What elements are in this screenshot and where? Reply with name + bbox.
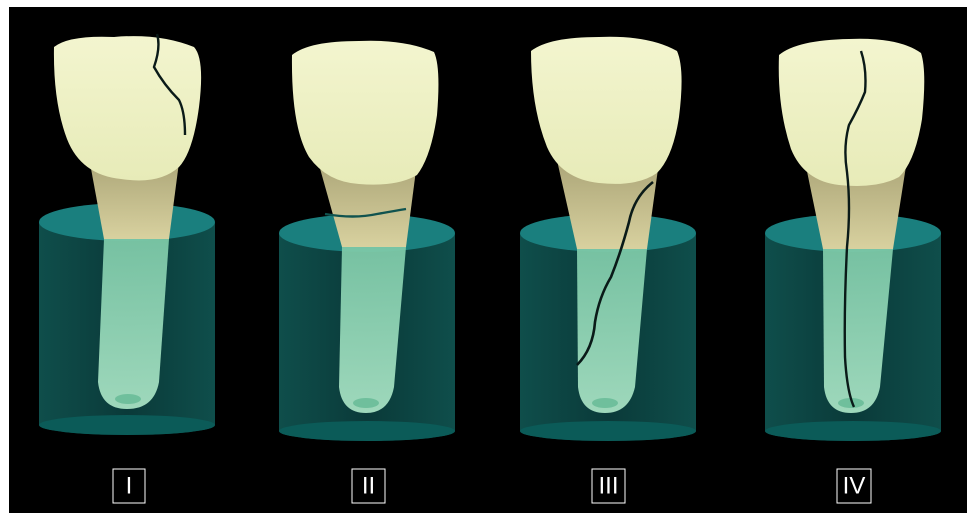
label-3: III bbox=[592, 469, 625, 503]
label-2: II bbox=[352, 469, 385, 503]
crown bbox=[779, 39, 925, 186]
crown bbox=[292, 41, 439, 185]
root-embedded bbox=[98, 239, 169, 409]
resin-block-base bbox=[520, 421, 696, 441]
label-text: IV bbox=[843, 473, 866, 500]
crown bbox=[531, 37, 682, 184]
root-apex bbox=[353, 398, 379, 408]
label-text: II bbox=[362, 473, 375, 500]
root-apex bbox=[592, 398, 618, 408]
specimen-4 bbox=[765, 39, 941, 441]
resin-block-base bbox=[765, 421, 941, 441]
specimen-2 bbox=[279, 41, 455, 441]
label-text: I bbox=[126, 473, 133, 500]
resin-block-base bbox=[39, 415, 215, 435]
figure-panel: I II III IV bbox=[9, 7, 967, 513]
resin-block-base bbox=[279, 421, 455, 441]
specimen-3 bbox=[520, 37, 696, 441]
label-1: I bbox=[113, 469, 145, 503]
tooth-diagram: I II III IV bbox=[9, 7, 967, 513]
root-apex bbox=[115, 394, 141, 404]
crown bbox=[54, 36, 201, 180]
specimen-1 bbox=[39, 34, 215, 435]
label-4: IV bbox=[837, 469, 871, 503]
label-text: III bbox=[598, 473, 618, 500]
